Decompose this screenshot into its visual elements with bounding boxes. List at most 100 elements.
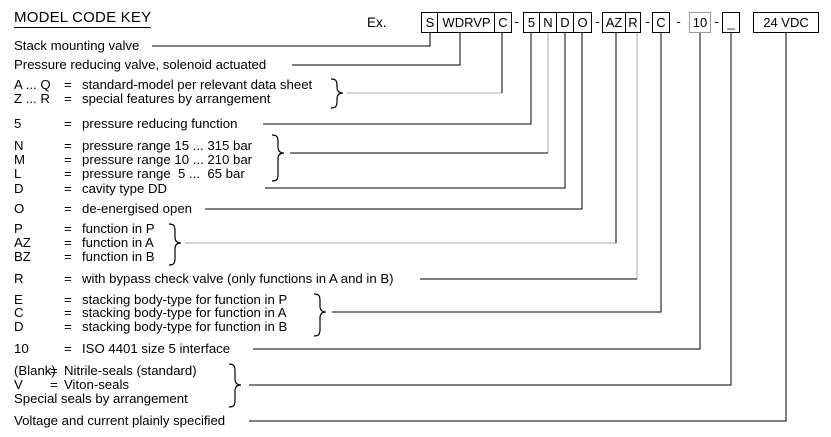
legend-row: AZ = function in A [0,236,831,250]
legend-code: R [14,271,24,286]
legend-code: AZ [14,235,31,250]
legend-code: C [14,305,24,320]
legend-code: (Blank) [14,363,56,378]
brace [168,223,182,266]
legend-desc: stacking body-type for function in A [82,305,287,320]
legend-code: 10 [14,341,29,356]
legend-desc: stacking body-type for function in P [82,292,288,307]
legend-row: A ... Q = standard-model per relevant da… [0,78,831,92]
legend-equals: = [50,363,58,378]
legend-desc: pressure reducing function [82,116,238,131]
code-box-c1: C [494,12,512,33]
legend-desc: special features by arrangement [82,91,271,106]
code-box-10: 10 [689,12,711,33]
legend-desc: Special seals by arrangement [14,391,188,406]
leader-line [265,33,566,189]
legend-equals: = [64,152,72,167]
legend-code: D [14,181,24,196]
legend-row: (Blank) = Nitrile-seals (standard) [0,364,831,378]
leader-line [292,33,461,66]
legend-row: 5 = pressure reducing function [0,117,831,131]
legend-equals: = [64,201,72,216]
legend-desc: Voltage and current plainly specified [14,413,226,428]
legend-row: C = stacking body-type for function in A [0,306,831,320]
legend-desc: pressure range 15 ... 315 bar [82,138,253,153]
legend-row: Z ... R = special features by arrangemen… [0,92,831,106]
legend-code: 5 [14,116,22,131]
legend-row-pressure-reducing: Pressure reducing valve, solenoid actuat… [0,58,831,72]
legend-code: P [14,221,23,236]
legend-equals: = [64,292,72,307]
legend-desc: with bypass check valve (only functions … [82,271,394,286]
legend-row: O = de-energised open [0,202,831,216]
leader-line [249,33,787,422]
code-box-o: O [573,12,592,33]
voltage-box: 24 VDC [753,12,819,33]
leader-line [332,33,662,313]
legend-row-voltage: Voltage and current plainly specified [0,414,831,428]
legend-equals: = [64,77,72,92]
legend-row-special-seals: Special seals by arrangement [0,392,831,406]
legend-row: D = cavity type DD [0,182,831,196]
code-box-c2: C [652,12,670,33]
brace [271,134,285,182]
legend-row: V = Viton-seals [0,378,831,392]
legend-code: Z ... R [14,91,50,106]
leader-line [205,33,583,210]
legend-code: D [14,319,24,334]
legend-desc: function in A [82,235,154,250]
legend-desc: function in P [82,221,155,236]
legend-desc: pressure range 10 ... 210 bar [82,152,253,167]
legend-desc: Viton-seals [64,377,129,392]
code-separator: - [676,14,681,29]
code-box-r: R [625,12,641,33]
code-separator: - [514,14,519,29]
legend-desc: function in B [82,249,155,264]
code-box-seal-blank: _ [722,12,740,33]
legend-equals: = [64,249,72,264]
code-box-az: AZ [602,12,626,33]
legend-code: V [14,377,23,392]
leader-line [263,33,532,125]
legend-equals: = [64,341,72,356]
legend-code: E [14,292,23,307]
legend-equals: = [64,138,72,153]
legend-equals: = [64,116,72,131]
leader-line [152,33,431,47]
legend-desc: cavity type DD [82,181,168,196]
legend-row: N = pressure range 15 ... 315 bar [0,139,831,153]
code-separator: - [714,14,719,29]
legend-equals: = [64,319,72,334]
brace [228,363,242,408]
legend-row: L = pressure range 5 ... 65 bar [0,167,831,181]
legend-code: A ... Q [14,77,51,92]
legend-equals: = [64,235,72,250]
legend-row: M = pressure range 10 ... 210 bar [0,153,831,167]
legend-desc: de-energised open [82,201,192,216]
legend-equals: = [64,305,72,320]
legend-equals: = [64,166,72,181]
legend-row: R = with bypass check valve (only functi… [0,272,831,286]
legend-row: BZ = function in B [0,250,831,264]
legend-code: O [14,201,25,216]
legend-code: L [14,166,22,181]
legend-desc: Stack mounting valve [14,38,140,53]
legend-row: D = stacking body-type for function in B [0,320,831,334]
code-box-wdrvp: WDRVP [437,12,496,33]
legend-equals: = [64,221,72,236]
code-box-n: N [539,12,557,33]
legend-desc: Nitrile-seals (standard) [64,363,197,378]
code-separator: - [595,14,600,29]
code-box-d: D [556,12,574,33]
page-title: MODEL CODE KEY [14,9,152,28]
code-box-5: 5 [523,12,540,33]
legend-row: E = stacking body-type for function in P [0,293,831,307]
legend-desc: standard-model per relevant data sheet [82,77,313,92]
legend-code: N [14,138,24,153]
legend-code: M [14,152,25,167]
brace [330,78,344,109]
legend-row: 10 = ISO 4401 size 5 interface [0,342,831,356]
legend-row: P = function in P [0,222,831,236]
